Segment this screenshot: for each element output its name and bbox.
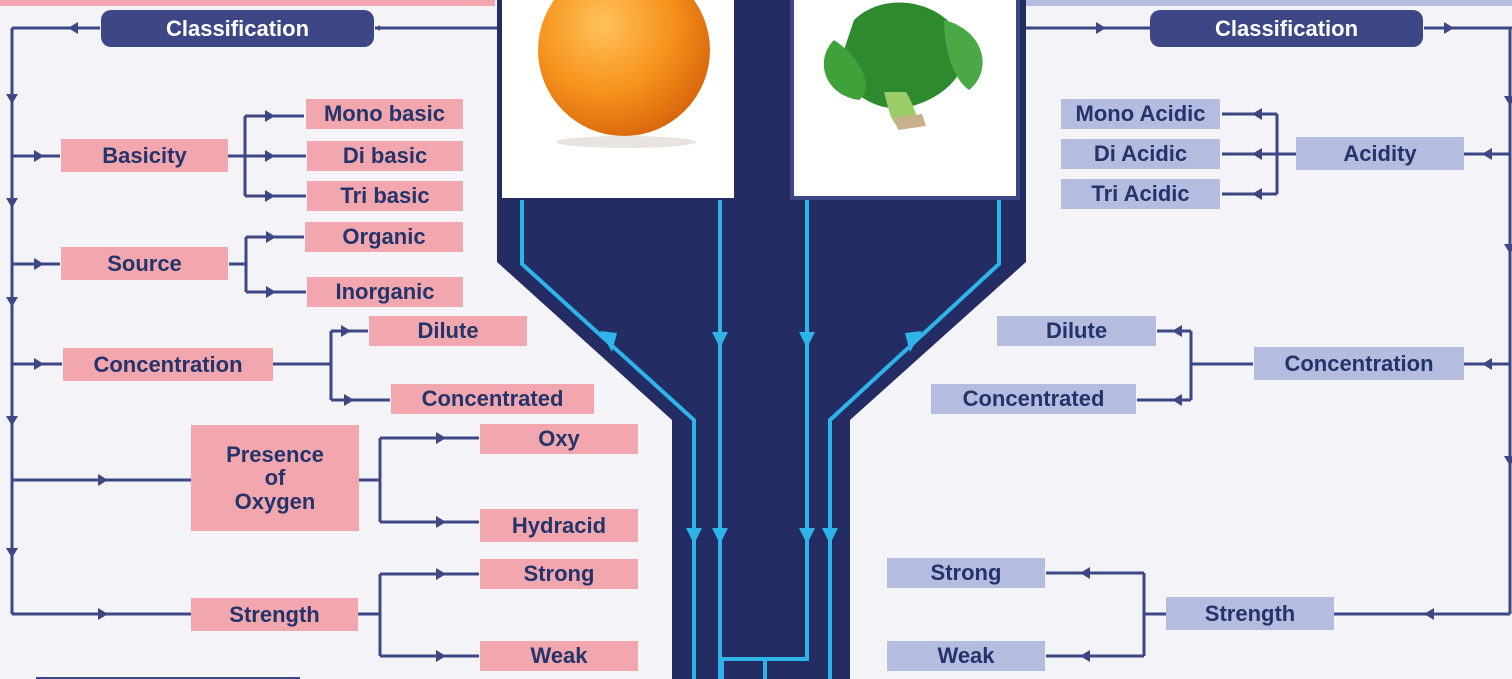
- right-weak-box: Weak: [887, 641, 1045, 671]
- left-top-strip: [0, 0, 495, 6]
- left-classification-pill: Classification: [101, 10, 374, 47]
- left-weak-box: Weak: [480, 641, 638, 671]
- left-dilute-box: Dilute: [369, 316, 527, 346]
- basicity-box: Basicity: [61, 139, 228, 172]
- acidity-box: Acidity: [1296, 137, 1464, 170]
- hydracid-box: Hydracid: [480, 509, 638, 542]
- orange-icon: [502, 0, 734, 198]
- presence-of-oxygen-box: Presence of Oxygen: [191, 425, 359, 531]
- source-box: Source: [61, 247, 228, 280]
- left-concentration-box: Concentration: [63, 348, 273, 381]
- oxygen-label-line-1: Presence: [226, 443, 324, 466]
- right-top-strip: [1022, 0, 1512, 6]
- oxygen-label-line-3: Oxygen: [235, 490, 316, 513]
- right-classification-pill: Classification: [1150, 10, 1423, 47]
- right-concentrated-box: Concentrated: [931, 384, 1136, 414]
- inorganic-box: Inorganic: [307, 277, 463, 307]
- tri-basic-box: Tri basic: [307, 181, 463, 211]
- mono-basic-box: Mono basic: [306, 99, 463, 129]
- organic-box: Organic: [305, 222, 463, 252]
- di-basic-box: Di basic: [307, 141, 463, 171]
- left-strength-box: Strength: [191, 598, 358, 631]
- right-concentration-box: Concentration: [1254, 347, 1464, 380]
- spinach-photo-frame: [790, 0, 1020, 200]
- right-dilute-box: Dilute: [997, 316, 1156, 346]
- tri-acidic-box: Tri Acidic: [1061, 179, 1220, 209]
- orange-photo-frame: [502, 0, 734, 198]
- oxygen-label-line-2: of: [265, 466, 286, 489]
- right-strength-box: Strength: [1166, 597, 1334, 630]
- left-concentrated-box: Concentrated: [391, 384, 594, 414]
- spinach-icon: [794, 0, 1016, 196]
- oxy-box: Oxy: [480, 424, 638, 454]
- left-strong-box: Strong: [480, 559, 638, 589]
- mono-acidic-box: Mono Acidic: [1061, 99, 1220, 129]
- right-strong-box: Strong: [887, 558, 1045, 588]
- di-acidic-box: Di Acidic: [1061, 139, 1220, 169]
